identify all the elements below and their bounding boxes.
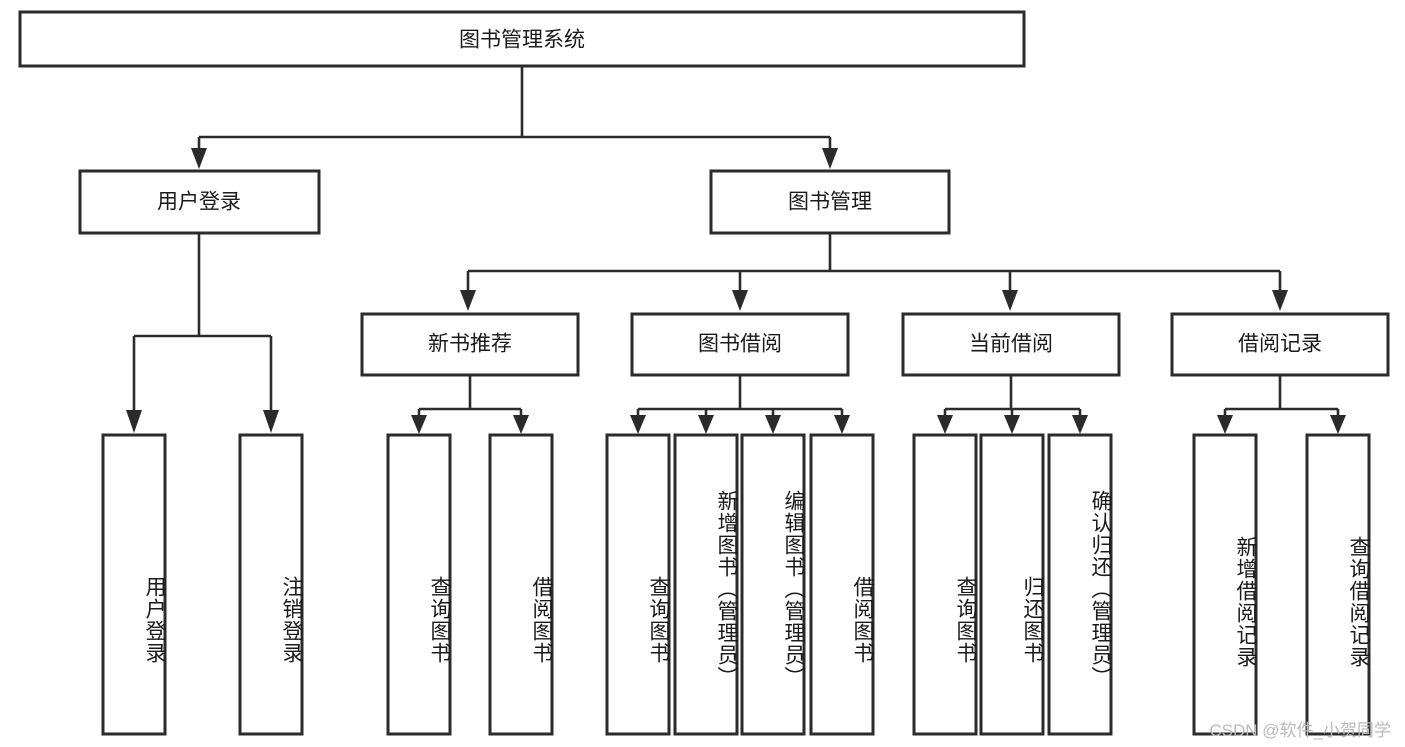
arrow-head-icon xyxy=(263,410,279,433)
arrow-head-icon xyxy=(1004,415,1020,434)
arrow-head-icon xyxy=(411,415,427,434)
arrow-head-icon xyxy=(937,415,953,434)
arrow-head-icon xyxy=(1217,415,1233,434)
node-user-login-box[interactable] xyxy=(78,169,321,235)
node-book-borrow-label: 图书借阅 xyxy=(698,333,782,356)
leaf-user-login-box[interactable] xyxy=(101,433,167,736)
arrow-head-icon xyxy=(1272,290,1288,311)
node-user-login-label: 用户登录 xyxy=(157,191,241,214)
connector-bookmanage-to-level3 xyxy=(460,233,1288,311)
node-new-book-rec-box[interactable] xyxy=(360,312,580,377)
leaf-borrow-book-1-box[interactable] xyxy=(488,433,554,736)
arrow-head-icon xyxy=(126,410,142,433)
node-book-borrow[interactable]: 图书借阅 xyxy=(630,312,850,377)
leaf-return-book-box[interactable] xyxy=(979,433,1045,736)
leaf-query-book-1-box[interactable] xyxy=(386,433,452,736)
node-user-login[interactable]: 用户登录 xyxy=(78,169,321,235)
arrow-head-icon xyxy=(1002,290,1018,311)
connector-currentborrow-to-leaves xyxy=(937,375,1088,434)
connector-userlogin-to-leaves xyxy=(126,233,279,433)
node-book-manage[interactable]: 图书管理 xyxy=(709,169,951,235)
leaf-logout-box[interactable] xyxy=(238,433,304,736)
arrow-head-icon xyxy=(822,148,838,169)
node-current-borrow[interactable]: 当前借阅 xyxy=(901,312,1121,377)
node-current-borrow-box[interactable] xyxy=(901,312,1121,377)
node-root-label: 图书管理系统 xyxy=(459,29,585,52)
node-current-borrow-label: 当前借阅 xyxy=(969,333,1053,356)
node-new-book-rec[interactable]: 新书推荐 xyxy=(360,312,580,377)
leaf-borrow-book-2-box[interactable] xyxy=(809,433,875,736)
arrow-head-icon xyxy=(460,290,476,311)
arrow-head-icon xyxy=(698,415,714,434)
node-book-borrow-box[interactable] xyxy=(630,312,850,377)
leaf-query-book-2-box[interactable] xyxy=(605,433,671,736)
leaf-query-record-box[interactable] xyxy=(1305,433,1371,736)
node-book-manage-label: 图书管理 xyxy=(788,191,872,214)
leaf-boxes-group xyxy=(101,433,1371,736)
leaf-add-book-box[interactable] xyxy=(673,433,739,736)
node-root[interactable]: 图书管理系统 xyxy=(18,10,1026,68)
connector-root-to-level2 xyxy=(191,66,838,169)
arrow-head-icon xyxy=(834,415,850,434)
watermark: CSDN @软件_小贺同学 xyxy=(1209,721,1391,740)
connector-newbookrec-to-leaves xyxy=(411,375,529,434)
node-borrow-record[interactable]: 借阅记录 xyxy=(1170,312,1390,377)
node-new-book-rec-label: 新书推荐 xyxy=(428,333,512,356)
arrow-head-icon xyxy=(1072,415,1088,434)
node-borrow-record-box[interactable] xyxy=(1170,312,1390,377)
leaf-add-record-box[interactable] xyxy=(1192,433,1258,736)
arrow-head-icon xyxy=(732,290,748,311)
arrow-head-icon xyxy=(630,415,646,434)
arrow-head-icon xyxy=(513,415,529,434)
arrow-head-icon xyxy=(765,415,781,434)
leaf-edit-book-box[interactable] xyxy=(740,433,806,736)
node-book-manage-box[interactable] xyxy=(709,169,951,235)
arrow-head-icon xyxy=(191,148,207,169)
leaf-query-book-3-box[interactable] xyxy=(912,433,978,736)
arrow-head-icon xyxy=(1330,415,1346,434)
connector-borrowrecord-to-leaves xyxy=(1217,375,1346,434)
node-borrow-record-label: 借阅记录 xyxy=(1238,333,1322,356)
node-root-box[interactable] xyxy=(18,10,1026,68)
connector-bookborrow-to-leaves xyxy=(630,375,850,434)
leaf-confirm-return-box[interactable] xyxy=(1047,433,1113,736)
